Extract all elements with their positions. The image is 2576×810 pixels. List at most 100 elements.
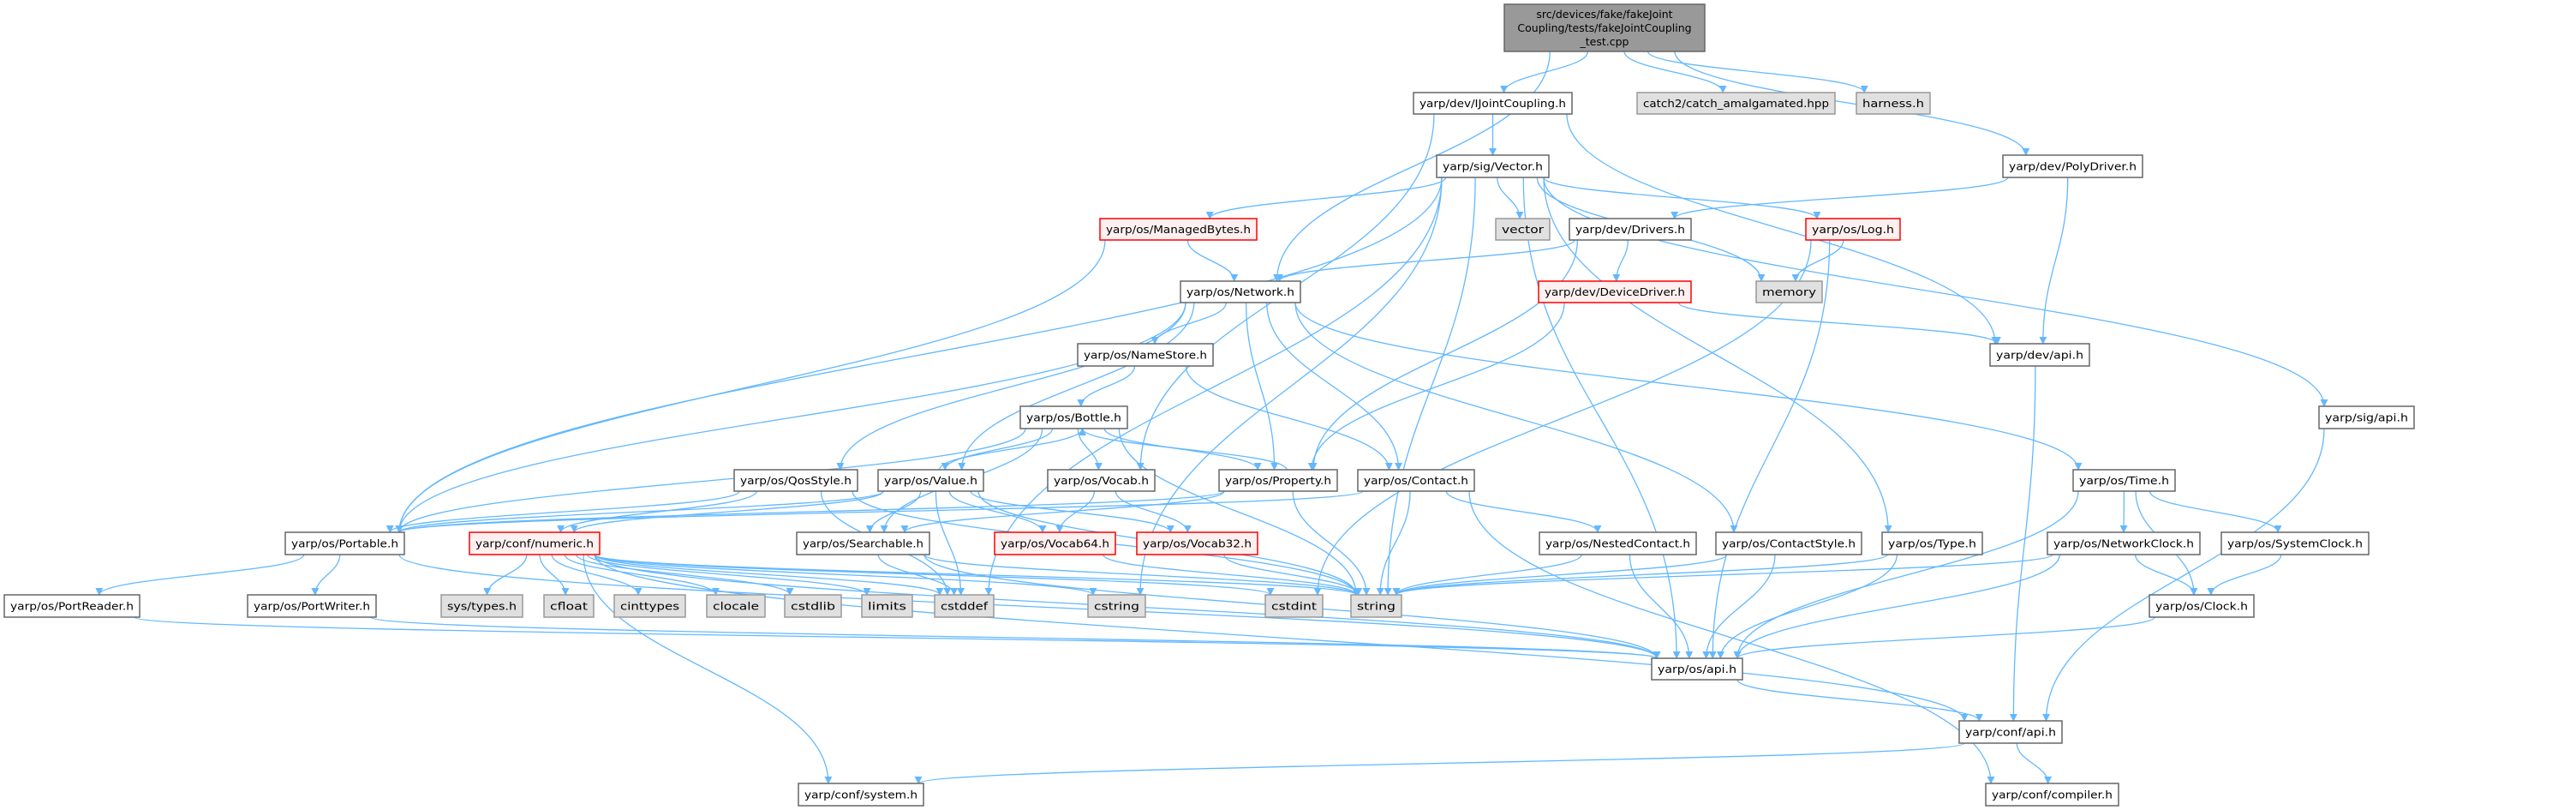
node-box <box>1357 469 1475 492</box>
node-label: yarp/dev/IJointCoupling.h <box>1419 97 1566 110</box>
edge-root-to-harness <box>1647 51 1868 93</box>
node-type[interactable]: yarp/os/Type.h <box>1881 531 1983 555</box>
node-box <box>1715 531 1862 555</box>
node-box <box>1019 405 1128 429</box>
node-label: cstdint <box>1271 600 1317 613</box>
edge-portwriter-to-osapi <box>370 616 1660 659</box>
node-searchable[interactable]: yarp/os/Searchable.h <box>796 531 930 555</box>
edge-devicedriver-to-property <box>1307 302 1565 471</box>
node-root: src/devices/fake/fakeJointCoupling/tests… <box>1503 3 1706 52</box>
edge-qos-to-portable <box>386 490 740 533</box>
node-label: yarp/os/PortReader.h <box>10 600 134 613</box>
node-sysclock[interactable]: yarp/os/SystemClock.h <box>2220 531 2370 555</box>
node-box <box>1856 92 1931 115</box>
node-box <box>1881 531 1983 555</box>
node-devapi[interactable]: yarp/dev/api.h <box>1989 343 2090 367</box>
edge-numeric-to-systypes <box>483 554 528 596</box>
node-box <box>1436 154 1550 178</box>
node-vocab32[interactable]: yarp/os/Vocab32.h <box>1136 531 1258 555</box>
edge-vector_h-to-cstddef <box>984 177 1443 596</box>
node-harness: harness.h <box>1856 92 1931 115</box>
node-polydriver[interactable]: yarp/dev/PolyDriver.h <box>2002 154 2143 178</box>
node-vector_h[interactable]: yarp/sig/Vector.h <box>1436 154 1550 178</box>
node-sigapi[interactable]: yarp/sig/api.h <box>2318 405 2415 429</box>
edge-network-to-time <box>1294 302 2083 471</box>
node-value[interactable]: yarp/os/Value.h <box>877 469 984 492</box>
node-system[interactable]: yarp/conf/system.h <box>798 783 924 807</box>
node-box <box>1087 594 1146 618</box>
node-label: yarp/dev/Drivers.h <box>1575 223 1685 236</box>
edge-contactstyle-to-string <box>1392 554 1728 596</box>
edge-bottle-to-value <box>941 428 1054 471</box>
node-box <box>1805 218 1901 241</box>
node-contact[interactable]: yarp/os/Contact.h <box>1357 469 1475 492</box>
node-property[interactable]: yarp/os/Property.h <box>1218 469 1338 492</box>
node-box <box>994 531 1116 555</box>
node-portable[interactable]: yarp/os/Portable.h <box>284 531 405 555</box>
node-devicedriver[interactable]: yarp/dev/DeviceDriver.h <box>1538 280 1692 303</box>
edge-vocab-to-vocab64 <box>1055 490 1096 533</box>
node-limits: limits <box>861 594 913 618</box>
edge-type-to-string <box>1392 554 1888 596</box>
node-osapi[interactable]: yarp/os/api.h <box>1651 657 1743 681</box>
node-portwriter[interactable]: yarp/os/PortWriter.h <box>247 594 377 618</box>
node-systypes: sys/types.h <box>440 594 523 618</box>
edge-numeric-to-cstdint <box>594 554 1275 596</box>
edge-vector_h-to-portable <box>395 177 1443 533</box>
node-box <box>1636 92 1836 115</box>
edge-nested-to-osapi <box>1629 554 1694 659</box>
node-label: yarp/os/Bottle.h <box>1026 411 1121 424</box>
node-drivers[interactable]: yarp/dev/Drivers.h <box>1569 218 1692 241</box>
edge-numeric-to-confapi <box>594 554 1969 722</box>
edge-sigapi-to-confapi <box>2042 428 2325 722</box>
edge-namestore-to-contact <box>1185 365 1393 471</box>
edge-vector_h-to-osapi <box>1522 177 1681 659</box>
node-nested[interactable]: yarp/os/NestedContact.h <box>1539 531 1697 555</box>
node-vocab64[interactable]: yarp/os/Vocab64.h <box>994 531 1116 555</box>
edge-property-to-portable <box>395 490 1225 533</box>
edge-numeric-to-cstdlib <box>576 554 794 596</box>
node-vocab[interactable]: yarp/os/Vocab.h <box>1047 469 1156 492</box>
node-box <box>1651 657 1743 681</box>
node-namestore[interactable]: yarp/os/NameStore.h <box>1077 343 1214 367</box>
node-box <box>1539 531 1697 555</box>
edge-network-to-contactstyle <box>1294 302 1738 533</box>
node-box <box>934 594 995 618</box>
node-portreader[interactable]: yarp/os/PortReader.h <box>3 594 140 618</box>
node-cstring: cstring <box>1087 594 1146 618</box>
node-log[interactable]: yarp/os/Log.h <box>1805 218 1901 241</box>
edge-numeric-to-system <box>583 554 833 784</box>
edge-network-to-namestore <box>1151 302 1227 345</box>
node-box <box>861 594 913 618</box>
node-box <box>798 783 924 807</box>
edge-bottle-to-vocab <box>1077 428 1103 471</box>
node-label: sys/types.h <box>447 600 517 613</box>
edge-network-to-qos <box>836 302 1186 471</box>
node-label: yarp/sig/api.h <box>2325 411 2408 424</box>
node-label: yarp/os/api.h <box>1658 663 1736 675</box>
node-network[interactable]: yarp/os/Network.h <box>1180 280 1301 303</box>
node-time[interactable]: yarp/os/Time.h <box>2072 469 2176 492</box>
edge-vocab64-to-string <box>1103 554 1360 596</box>
edge-vector_h-to-string <box>1384 177 1476 596</box>
node-ijc[interactable]: yarp/dev/IJointCoupling.h <box>1413 92 1573 115</box>
node-netclock[interactable]: yarp/os/NetworkClock.h <box>2047 531 2201 555</box>
node-bottle[interactable]: yarp/os/Bottle.h <box>1019 405 1128 429</box>
node-box <box>1755 280 1823 303</box>
node-confapi[interactable]: yarp/conf/api.h <box>1958 720 2063 744</box>
edge-numeric-to-cstring <box>594 554 1097 596</box>
node-contactstyle[interactable]: yarp/os/ContactStyle.h <box>1715 531 1862 555</box>
node-managedbytes[interactable]: yarp/os/ManagedBytes.h <box>1099 218 1258 241</box>
node-box <box>2047 531 2201 555</box>
node-label: cstdlib <box>791 600 835 613</box>
edge-managedbytes-to-portable <box>395 239 1106 533</box>
edge-vector_h-to-vector <box>1497 177 1524 219</box>
edge-property-to-bottle <box>1079 428 1288 471</box>
node-compiler[interactable]: yarp/conf/compiler.h <box>1985 783 2119 807</box>
node-clock[interactable]: yarp/os/Clock.h <box>2149 594 2255 618</box>
node-qos[interactable]: yarp/os/QosStyle.h <box>733 469 858 492</box>
node-numeric[interactable]: yarp/conf/numeric.h <box>469 531 601 555</box>
edge-portable-to-osapi <box>398 554 1661 659</box>
edge-vocab-to-vocab32 <box>1115 490 1192 533</box>
